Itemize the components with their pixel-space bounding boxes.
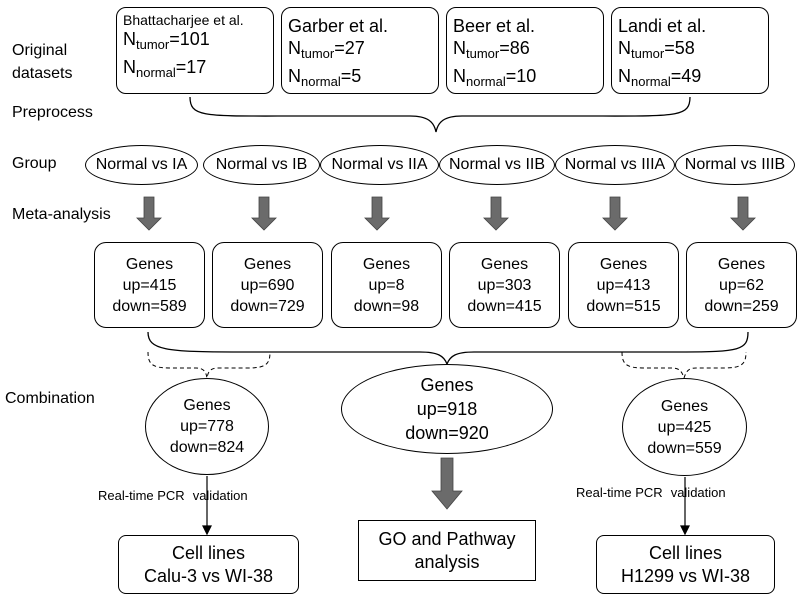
comb-up: up=425 <box>657 418 712 436</box>
stage-label-preprocess: Preprocess <box>12 104 93 121</box>
output-line2: H1299 vs WI-38 <box>620 565 751 586</box>
gene-up: up=415 <box>122 276 177 294</box>
gene-down: down=729 <box>230 297 305 315</box>
gene-box-iib: Genes up=303 down=415 <box>449 242 560 328</box>
dataset-normal-count: Nnormal=17 <box>123 57 207 80</box>
dataset-tumor-count: Ntumor=101 <box>123 29 210 52</box>
output-line1: Cell lines <box>648 542 723 563</box>
output-line2: Calu-3 vs WI-38 <box>143 565 274 586</box>
dataset-normal-count: Nnormal=49 <box>618 66 702 89</box>
validation-arrows <box>202 476 690 536</box>
gene-down: down=415 <box>467 297 542 315</box>
dataset-tumor-count: Ntumor=86 <box>453 38 530 61</box>
gene-down: down=515 <box>586 297 661 315</box>
comb-up: up=778 <box>180 418 234 435</box>
gene-title: Genes <box>480 255 529 273</box>
gene-down: down=259 <box>704 297 779 315</box>
pcr-method: Real-time PCR <box>576 485 663 500</box>
meta-arrow-2 <box>251 196 277 231</box>
dataset-tumor-count: Ntumor=58 <box>618 38 695 61</box>
meta-arrow-6 <box>730 196 756 231</box>
meta-arrow-5 <box>602 196 628 231</box>
dataset-name: Bhattacharjee et al. <box>123 12 244 28</box>
dataset-name: Garber et al. <box>288 16 389 36</box>
dataset-name: Beer et al. <box>453 16 536 36</box>
gene-up: up=413 <box>596 276 651 294</box>
dataset-box-beer: Beer et al. Ntumor=86 Nnormal=10 <box>446 7 604 94</box>
combination-oval-left: Genes up=778 down=824 <box>145 378 269 475</box>
gene-title: Genes <box>362 255 411 273</box>
gene-box-ia: Genes up=415 down=589 <box>94 242 205 328</box>
group-oval-ib: Normal vs IB <box>203 145 320 185</box>
stage-original-line1: Original <box>12 42 68 59</box>
output-box-calu3: Cell lines Calu-3 vs WI-38 <box>118 535 299 594</box>
dataset-name: Landi et al. <box>618 16 707 36</box>
validation-label-right: Real-time PCR validation <box>576 485 726 500</box>
group-oval-iia: Normal vs IIA <box>320 145 439 185</box>
stage-label-combination: Combination <box>5 390 95 407</box>
pcr-validation: validation <box>192 488 248 503</box>
meta-arrow-4 <box>483 196 509 231</box>
validation-label-left: Real-time PCR validation <box>98 488 248 503</box>
comb-down: down=920 <box>405 423 489 443</box>
comb-title: Genes <box>183 397 231 414</box>
output-line1: GO and Pathway <box>378 528 516 549</box>
gene-title: Genes <box>125 255 174 273</box>
gene-box-iia: Genes up=8 down=98 <box>331 242 442 328</box>
output-box-h1299: Cell lines H1299 vs WI-38 <box>596 535 775 594</box>
center-brace <box>147 331 749 366</box>
stage-label-meta: Meta-analysis <box>12 206 111 223</box>
gene-up: up=690 <box>240 276 295 294</box>
comb-down: down=559 <box>647 439 722 457</box>
stage-original-line2: datasets <box>12 65 73 82</box>
group-oval-iib: Normal vs IIB <box>439 145 555 185</box>
comb-title: Genes <box>420 375 474 395</box>
gene-up: up=62 <box>719 276 764 294</box>
right-dashed-brace <box>621 351 747 380</box>
dataset-box-bhattacharjee: Bhattacharjee et al. Ntumor=101 Nnormal=… <box>116 7 274 94</box>
dataset-normal-count: Nnormal=5 <box>288 66 362 89</box>
center-block-arrow <box>431 457 463 510</box>
dataset-box-landi: Landi et al. Ntumor=58 Nnormal=49 <box>611 7 769 94</box>
preprocess-brace <box>189 96 691 133</box>
output-line1: Cell lines <box>171 542 246 563</box>
left-dashed-brace <box>147 351 271 379</box>
dataset-box-garber: Garber et al. Ntumor=27 Nnormal=5 <box>281 7 439 94</box>
meta-arrow-1 <box>136 196 162 231</box>
gene-up: up=8 <box>368 276 405 294</box>
gene-down: down=589 <box>112 297 187 315</box>
group-oval-ia: Normal vs IA <box>85 145 198 185</box>
stage-label-group: Group <box>12 155 57 172</box>
dataset-normal-count: Nnormal=10 <box>453 66 537 89</box>
group-oval-iiib: Normal vs IIIB <box>675 145 795 185</box>
comb-up: up=918 <box>416 399 478 419</box>
comb-down: down=824 <box>169 439 245 456</box>
combination-oval-right: Genes up=425 down=559 <box>622 378 747 476</box>
dataset-tumor-count: Ntumor=27 <box>288 38 365 61</box>
gene-down: down=98 <box>353 297 420 315</box>
comb-title: Genes <box>660 397 709 415</box>
gene-up: up=303 <box>477 276 532 294</box>
group-oval-iiia: Normal vs IIIA <box>555 145 675 185</box>
meta-arrows <box>136 196 756 231</box>
pcr-method: Real-time PCR <box>98 488 185 503</box>
stage-label-original: Original datasets <box>12 39 72 85</box>
gene-title: Genes <box>599 255 648 273</box>
gene-title: Genes <box>243 255 292 273</box>
gene-box-iiib: Genes up=62 down=259 <box>686 242 797 328</box>
meta-arrow-3 <box>364 196 390 231</box>
gene-title: Genes <box>717 255 766 273</box>
output-box-go-pathway: GO and Pathway analysis <box>358 520 536 581</box>
pcr-validation: validation <box>670 485 726 500</box>
output-line2: analysis <box>414 551 480 572</box>
combination-oval-center: Genes up=918 down=920 <box>341 364 553 454</box>
gene-box-ib: Genes up=690 down=729 <box>212 242 323 328</box>
gene-box-iiia: Genes up=413 down=515 <box>568 242 679 328</box>
